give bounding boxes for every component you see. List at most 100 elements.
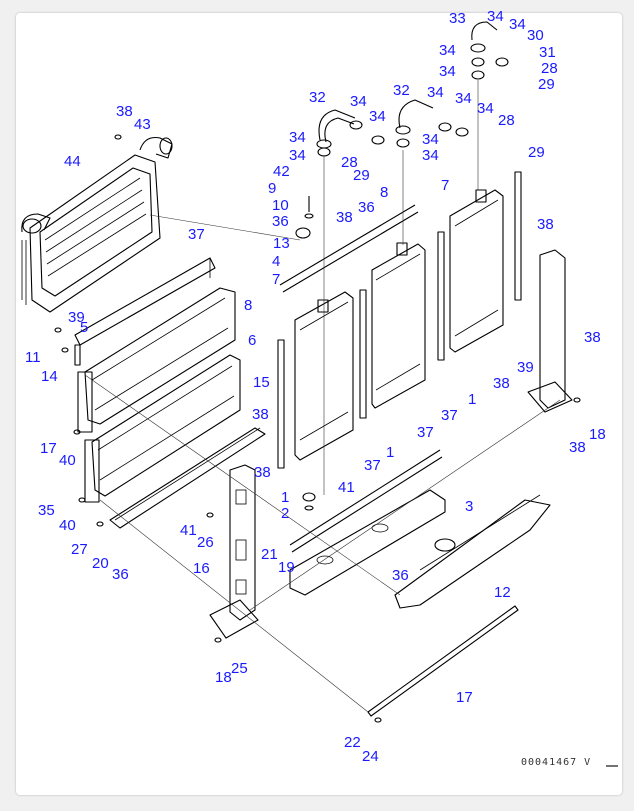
callout-label: 19 [278,559,295,576]
callout-label: 30 [527,27,544,44]
callout-label: 34 [289,147,306,164]
callout-label: 41 [180,522,197,539]
callout-label: 2 [281,505,289,522]
callout-label: 32 [309,89,326,106]
support-part-12 [209,464,259,639]
callout-label: 21 [261,546,278,563]
callout-label: 25 [231,660,248,677]
callout-label: 13 [273,235,290,252]
callout-label: 14 [41,368,58,385]
callout-label: 33 [449,10,466,27]
callout-label: 38 [569,439,586,456]
callout-label: 34 [289,129,306,146]
callout-label: 34 [369,108,386,125]
callout-label: 18 [215,669,232,686]
callout-label: 15 [253,374,270,391]
callout-label: 18 [589,426,606,443]
callout-label: 32 [393,82,410,99]
callout-label: 28 [341,154,358,171]
callout-label: 3 [465,498,473,515]
fasteners [54,57,581,723]
callout-label: 27 [71,541,88,558]
callout-label: 29 [353,167,370,184]
cross-member-part-16 [289,489,446,596]
callout-label: 1 [281,489,289,506]
callout-label: 38 [584,329,601,346]
callout-label: 34 [487,8,504,25]
callout-label: 1 [468,391,476,408]
callout-label: 34 [422,131,439,148]
callout-label: 38 [537,216,554,233]
support-part-11 [527,249,573,413]
callout-label: 12 [494,584,511,601]
callout-label: 6 [248,332,256,349]
callout-label: 36 [272,213,289,230]
oil-cooler-part-39-upper [77,287,236,433]
callout-label: 34 [509,16,526,33]
callout-label: 34 [455,90,472,107]
callout-label: 40 [59,452,76,469]
radiator-core-part-1-rear [449,189,504,353]
callout-label: 38 [336,209,353,226]
seals-parts-36-37-38 [277,171,522,553]
drawing-sheet [16,13,622,795]
callout-label: 34 [427,84,444,101]
callout-label: 1 [386,444,394,461]
callout-label: 26 [197,534,214,551]
callout-label: 40 [59,517,76,534]
callout-label: 31 [539,44,556,61]
plate-part-19 [109,427,266,529]
callout-label: 34 [439,42,456,59]
callout-label: 8 [380,184,388,201]
oil-cooler-part-39-lower [84,354,241,503]
hoses-parts-32-33 [316,21,498,149]
callout-label: 10 [272,197,289,214]
callout-label: 38 [493,375,510,392]
callout-label: 20 [92,555,109,572]
callout-label: 44 [64,153,81,170]
callout-label: 37 [364,457,381,474]
callout-label: 22 [344,734,361,751]
callout-label: 7 [441,177,449,194]
callout-labels: 33 34 34 30 34 31 34 28 29 32 34 32 34 3… [25,8,606,765]
bracket-part-13 [74,257,216,366]
callout-label: 38 [116,103,133,120]
lower-frame-part-25 [394,494,551,609]
callout-label: 17 [456,689,473,706]
callout-label: 37 [188,226,205,243]
radiator-core-part-1-middle [371,242,426,409]
callout-label: 36 [112,566,129,583]
callout-label: 16 [193,560,210,577]
callout-label: 42 [273,163,290,180]
callout-label: 35 [38,502,55,519]
callout-label: 36 [392,567,409,584]
callout-label: 41 [338,479,355,496]
callout-label: 38 [252,406,269,423]
callout-label: 4 [272,253,280,270]
callout-label: 29 [538,76,555,93]
callout-label: 37 [441,407,458,424]
callout-label: 34 [439,63,456,80]
callout-label: 7 [272,271,280,288]
drawing-code: 00041467 V [521,757,591,768]
callout-label: 39 [68,309,85,326]
tie-rod-part-22 [367,605,519,717]
assembly-leader-lines [84,80,561,713]
aftercooler-part-42 [21,136,173,313]
callout-label: 34 [477,100,494,117]
callout-label: 37 [417,424,434,441]
callout-label: 36 [358,199,375,216]
callout-label: 34 [350,93,367,110]
callout-label: 9 [268,180,276,197]
callout-label: 24 [362,748,379,765]
callout-label: 17 [40,440,57,457]
callout-label: 11 [25,349,41,366]
callout-label: 34 [422,147,439,164]
callout-label: 8 [244,297,252,314]
callout-label: 39 [517,359,534,376]
callout-label: 28 [498,112,515,129]
callout-label: 29 [528,144,545,161]
callout-label: 5 [80,319,88,336]
callout-label: 43 [134,116,151,133]
